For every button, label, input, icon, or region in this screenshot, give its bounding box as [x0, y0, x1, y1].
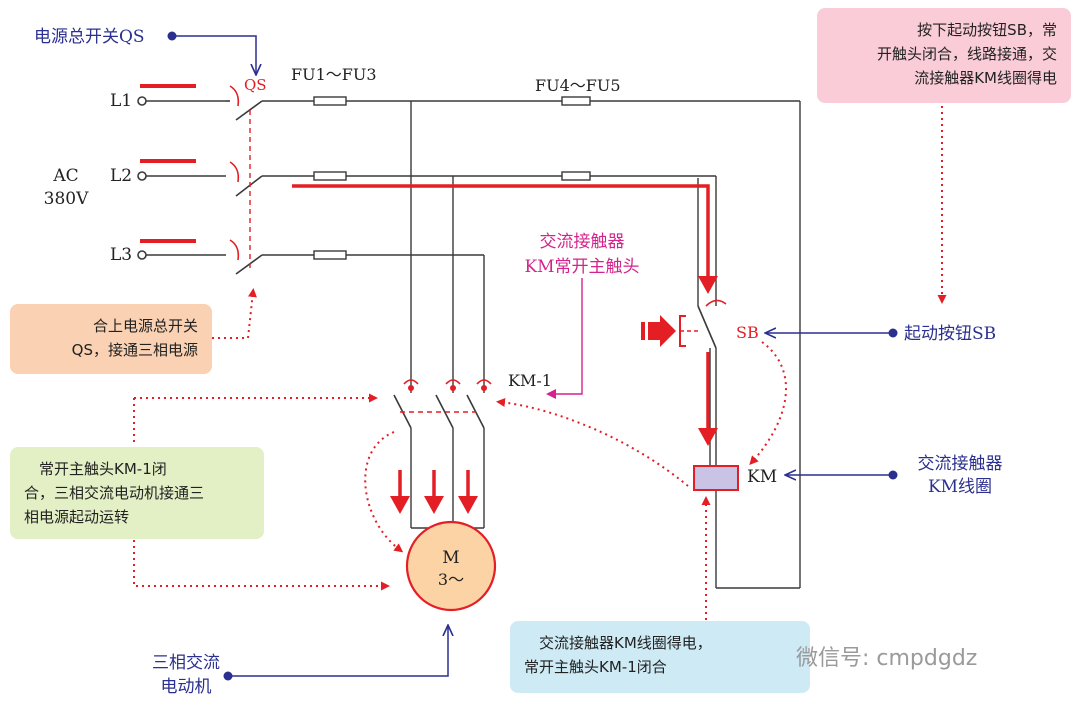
terminal-l1: [137, 96, 147, 106]
fuse-fu3: [313, 250, 347, 260]
label-motor-2: 电动机: [161, 677, 212, 697]
note-km1-closed: 常开主触头KM-1闭 合，三相交流电动机接通三 相电源起动运转: [10, 447, 264, 539]
note-line: 按下起动按钮SB，常: [917, 21, 1057, 39]
label-motor-m: M: [442, 548, 459, 568]
label-km-coil-2: KM线圈: [928, 477, 992, 497]
fuse-fu5: [561, 171, 591, 181]
label-voltage: 380V: [44, 189, 89, 209]
label-sb: SB: [736, 323, 759, 342]
fuses: [313, 96, 591, 260]
note-line: 流接触器KM线圈得电: [914, 69, 1057, 87]
terminal-l2: [137, 171, 147, 181]
note-line: 交流接触器KM线圈得电，: [524, 634, 712, 652]
label-motor-1: 三相交流: [152, 653, 220, 673]
terminal-l3: [137, 250, 147, 260]
terminals: [137, 96, 147, 260]
note-line: 相电源起动运转: [24, 508, 130, 526]
label-fu1-fu3: FU1～FU3: [291, 65, 377, 84]
label-start-button: 起动按钮SB: [904, 324, 996, 344]
label-km-coil-1: 交流接触器: [918, 454, 1003, 474]
fuse-fu1: [313, 96, 347, 106]
current-flow: [292, 184, 710, 500]
note-line: 开触头闭合，线路接通，交: [876, 45, 1057, 63]
current-arrowheads: [390, 276, 718, 514]
fuse-fu2: [313, 171, 347, 181]
note-coil-energized: 交流接触器KM线圈得电， 常开主触头KM-1闭合: [510, 621, 810, 693]
label-motor-3: 3～: [438, 570, 464, 589]
note-line: 合，三相交流电动机接通三: [24, 484, 205, 502]
text-labels: 电源总开关QS QS FU1～FU3 FU4～FU5 L1 L2 L3 AC 3…: [34, 27, 1003, 697]
label-ac: AC: [52, 166, 78, 186]
note-line: QS，接通三相电源: [71, 341, 198, 359]
note-line: 常开主触头KM-1闭合: [524, 658, 667, 676]
label-fu4-fu5: FU4～FU5: [535, 76, 621, 95]
label-km-main-contact-1: 交流接触器: [540, 232, 625, 252]
km1-contacts: [393, 379, 492, 429]
label-l3: L3: [110, 245, 132, 265]
blue-dots: [167, 31, 898, 681]
dotted-arrows: [133, 106, 947, 620]
note-sb-pressed: 按下起动按钮SB，常 开触头闭合，线路接通，交 流接触器KM线圈得电: [817, 8, 1071, 103]
note-line: 常开主触头KM-1闭: [24, 460, 167, 478]
km-coil: [693, 465, 739, 491]
label-km1: KM-1: [508, 371, 552, 390]
phase-bars: [140, 84, 196, 243]
blue-callouts: [176, 35, 889, 677]
label-km-main-contact-2: KM常开主触头: [524, 257, 639, 277]
watermark: 微信号: cmpdgdz: [796, 646, 978, 671]
magenta-callout: [546, 278, 583, 399]
label-power-switch-qs: 电源总开关QS: [34, 27, 145, 47]
qs-switch: [226, 85, 263, 275]
sb-button: [641, 299, 727, 349]
wiring: [146, 100, 801, 589]
label-l1: L1: [110, 91, 132, 111]
label-km: KM: [747, 467, 777, 487]
label-l2: L2: [110, 166, 132, 186]
label-qs: QS: [244, 76, 267, 94]
note-qs-closed: 合上电源总开关 QS，接通三相电源: [10, 304, 212, 374]
note-line: 合上电源总开关: [92, 317, 198, 335]
motor-circle: [405, 520, 497, 612]
fuse-fu4: [561, 96, 591, 106]
